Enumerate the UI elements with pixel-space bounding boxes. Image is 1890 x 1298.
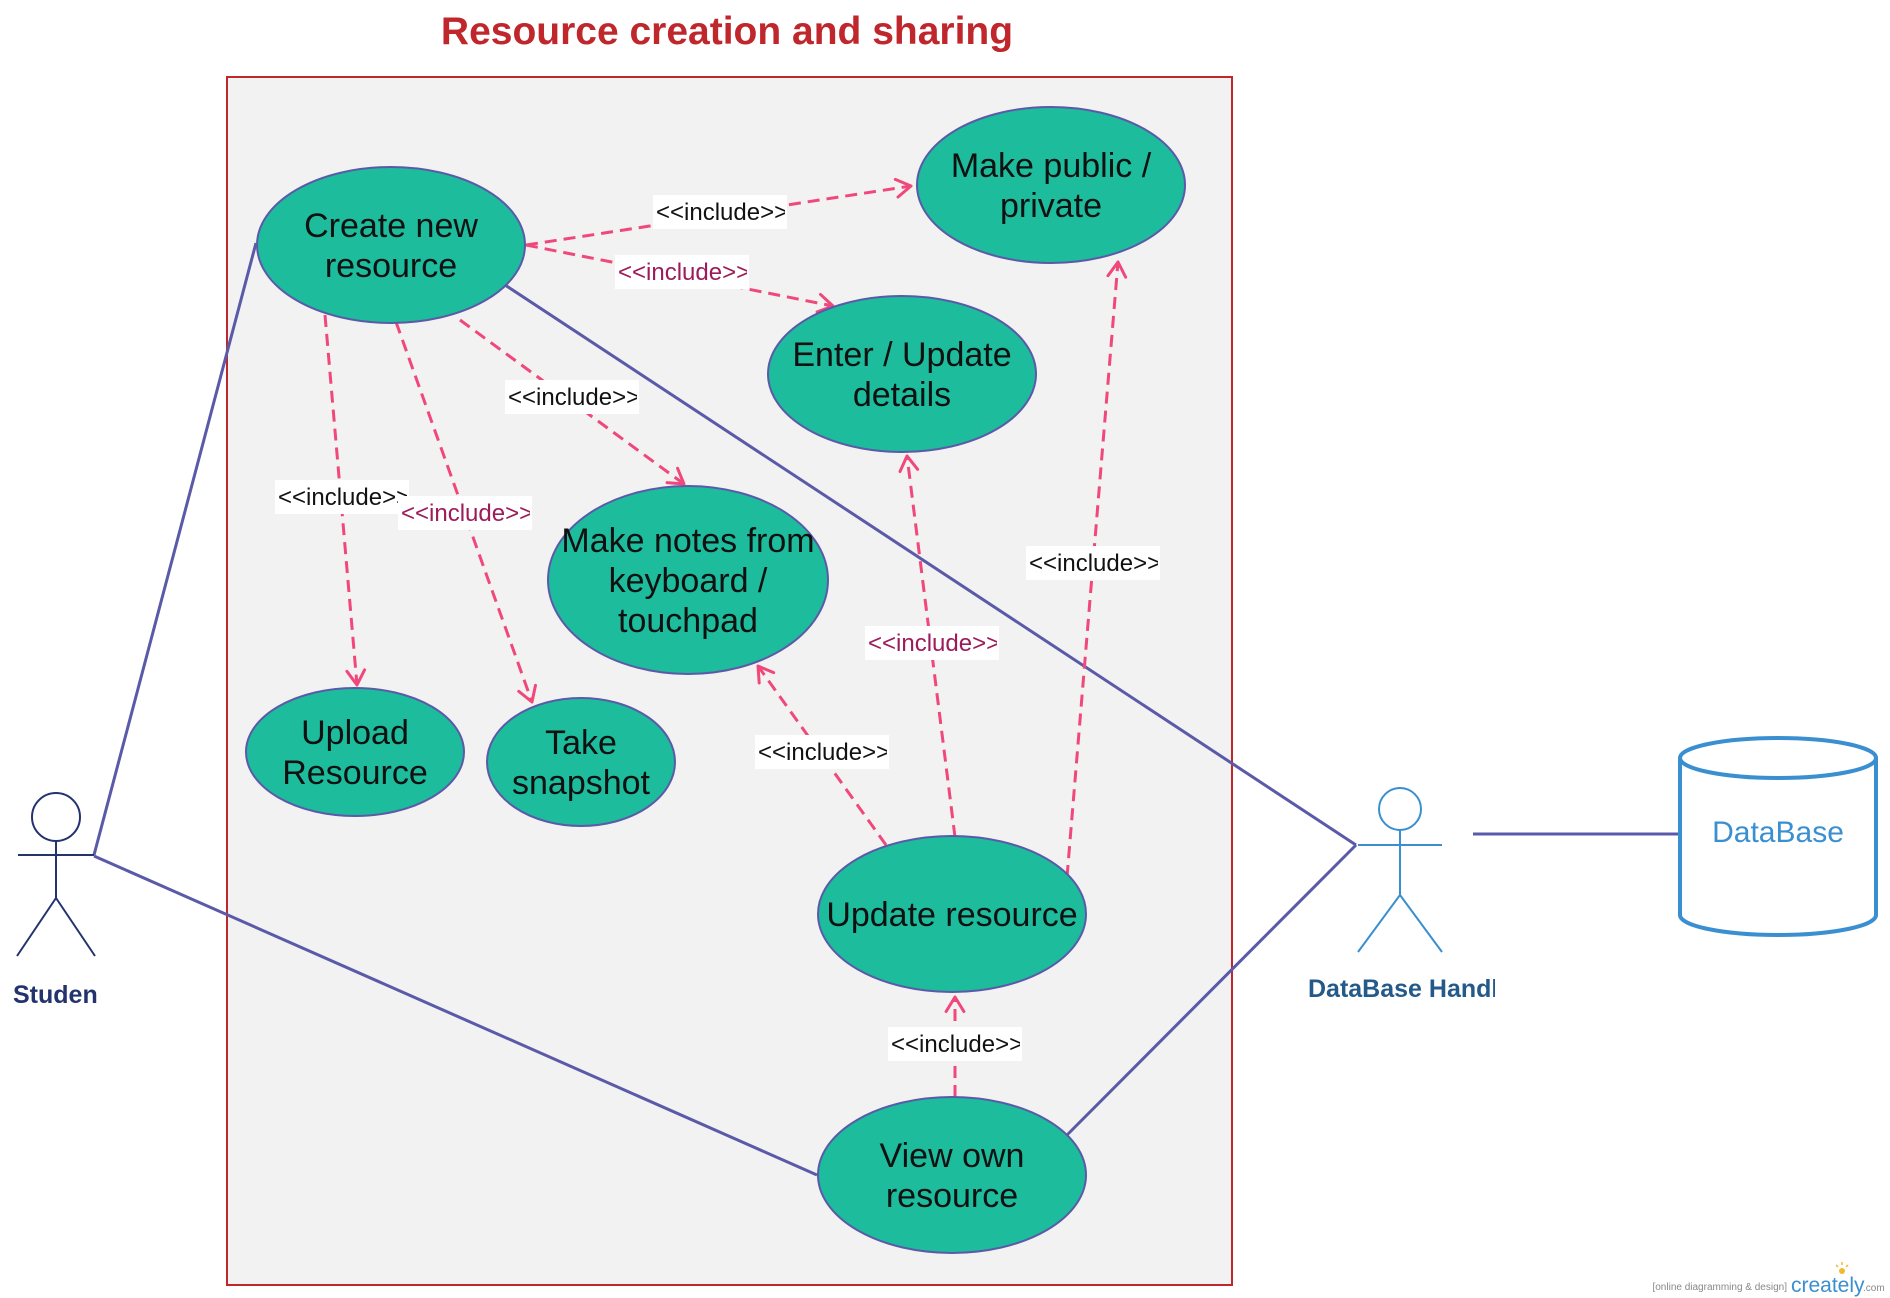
student-stick-figure-icon bbox=[16, 792, 96, 957]
use-case-label: keyboard / bbox=[609, 562, 768, 600]
include-update-to-notes bbox=[756, 664, 888, 846]
include-label: <<include>> bbox=[755, 735, 890, 769]
include-label: <<include>> bbox=[275, 480, 410, 514]
use-case-ellipse bbox=[767, 295, 1037, 453]
include-label-text: <<include>> bbox=[1029, 550, 1161, 577]
use-case-label: Enter / Update bbox=[792, 336, 1011, 374]
use-case-label: Create new bbox=[304, 207, 478, 245]
include-label: <<include>> bbox=[398, 496, 533, 530]
use-case-update[interactable]: Update resource bbox=[817, 835, 1087, 993]
use-case-public[interactable]: Make public /private bbox=[916, 106, 1186, 264]
use-case-ellipse bbox=[245, 687, 465, 817]
actor-database-handler[interactable]: DataBase Handler bbox=[1308, 787, 1522, 1003]
arrowhead-icon bbox=[517, 683, 537, 704]
use-case-ellipse bbox=[547, 485, 829, 675]
use-case-ellipse bbox=[916, 106, 1186, 264]
arrowhead-icon bbox=[345, 668, 367, 687]
use-case-label: Make notes from bbox=[561, 522, 814, 560]
include-label-text: <<include>> bbox=[758, 739, 890, 766]
use-case-label: Resource bbox=[282, 754, 428, 792]
association-dbhandler-view bbox=[1065, 843, 1358, 1137]
use-case-label: resource bbox=[325, 247, 457, 285]
include-label-text: <<include>> bbox=[656, 199, 788, 226]
use-case-label: Make public / bbox=[951, 147, 1152, 185]
include-create-to-upload bbox=[323, 314, 367, 687]
arrowhead-icon bbox=[1106, 260, 1128, 279]
include-label: <<include>> bbox=[615, 255, 750, 289]
include-label: <<include>> bbox=[653, 195, 788, 229]
database-icon bbox=[1678, 736, 1878, 937]
creately-sun-icon bbox=[1835, 1262, 1849, 1274]
include-label-text: <<include>> bbox=[508, 384, 640, 411]
use-case-label: View own bbox=[880, 1137, 1025, 1175]
use-case-label: touchpad bbox=[618, 602, 758, 640]
include-label: <<include>> bbox=[505, 380, 640, 414]
association-lines bbox=[92, 242, 1680, 1177]
include-label-text: <<include>> bbox=[618, 259, 750, 286]
use-case-ellipse bbox=[486, 697, 676, 827]
association-student-view bbox=[93, 854, 818, 1177]
actor-student[interactable]: Student bbox=[13, 792, 107, 1009]
actor-label-database-handler: DataBase Handler bbox=[1308, 975, 1522, 1003]
use-case-ellipse bbox=[817, 835, 1087, 993]
arrowhead-icon bbox=[898, 454, 920, 473]
arrowhead-icon bbox=[815, 292, 835, 314]
include-label-text: <<include>> bbox=[278, 484, 410, 511]
database-cylinder[interactable]: DataBase bbox=[1678, 736, 1878, 937]
watermark-tagline: [online diagramming & design] bbox=[1652, 1282, 1787, 1293]
include-label-text: <<include>> bbox=[891, 1031, 1023, 1058]
use-case-ellipse bbox=[256, 166, 526, 324]
database-handler-stick-figure-icon bbox=[1357, 787, 1443, 953]
association-student-create bbox=[92, 242, 258, 856]
include-label: <<include>> bbox=[1026, 546, 1161, 580]
watermark-brand: creately bbox=[1791, 1274, 1865, 1297]
association-dbhandler-create bbox=[504, 283, 1357, 847]
watermark-suffix: .com bbox=[1863, 1283, 1885, 1294]
use-case-label: details bbox=[853, 376, 951, 414]
use-case-label: resource bbox=[886, 1177, 1018, 1215]
use-case-label: Update resource bbox=[826, 896, 1077, 934]
diagram-title: Resource creation and sharing bbox=[441, 10, 1013, 53]
arrowhead-icon bbox=[893, 177, 913, 199]
use-case-label: private bbox=[1000, 187, 1102, 225]
include-label-text: <<include>> bbox=[401, 500, 533, 527]
use-case-ellipse bbox=[817, 1096, 1087, 1254]
use-case-label: Upload bbox=[301, 714, 409, 752]
arrowhead-icon bbox=[756, 664, 776, 685]
use-case-label: Take bbox=[545, 724, 617, 762]
arrowhead-icon bbox=[665, 466, 686, 486]
include-label: <<include>> bbox=[865, 626, 1000, 660]
use-case-label: snapshot bbox=[512, 764, 651, 802]
include-labels: <<include>><<include>><<include>><<inclu… bbox=[275, 195, 1161, 1061]
include-label: <<include>> bbox=[888, 1027, 1023, 1061]
include-label-text: <<include>> bbox=[868, 630, 1000, 657]
arrowhead-icon bbox=[944, 995, 966, 1013]
actor-label-student: Student bbox=[13, 981, 107, 1009]
database-label: DataBase bbox=[1712, 816, 1844, 849]
creately-watermark: [online diagramming & design] creately .… bbox=[1652, 1262, 1885, 1297]
